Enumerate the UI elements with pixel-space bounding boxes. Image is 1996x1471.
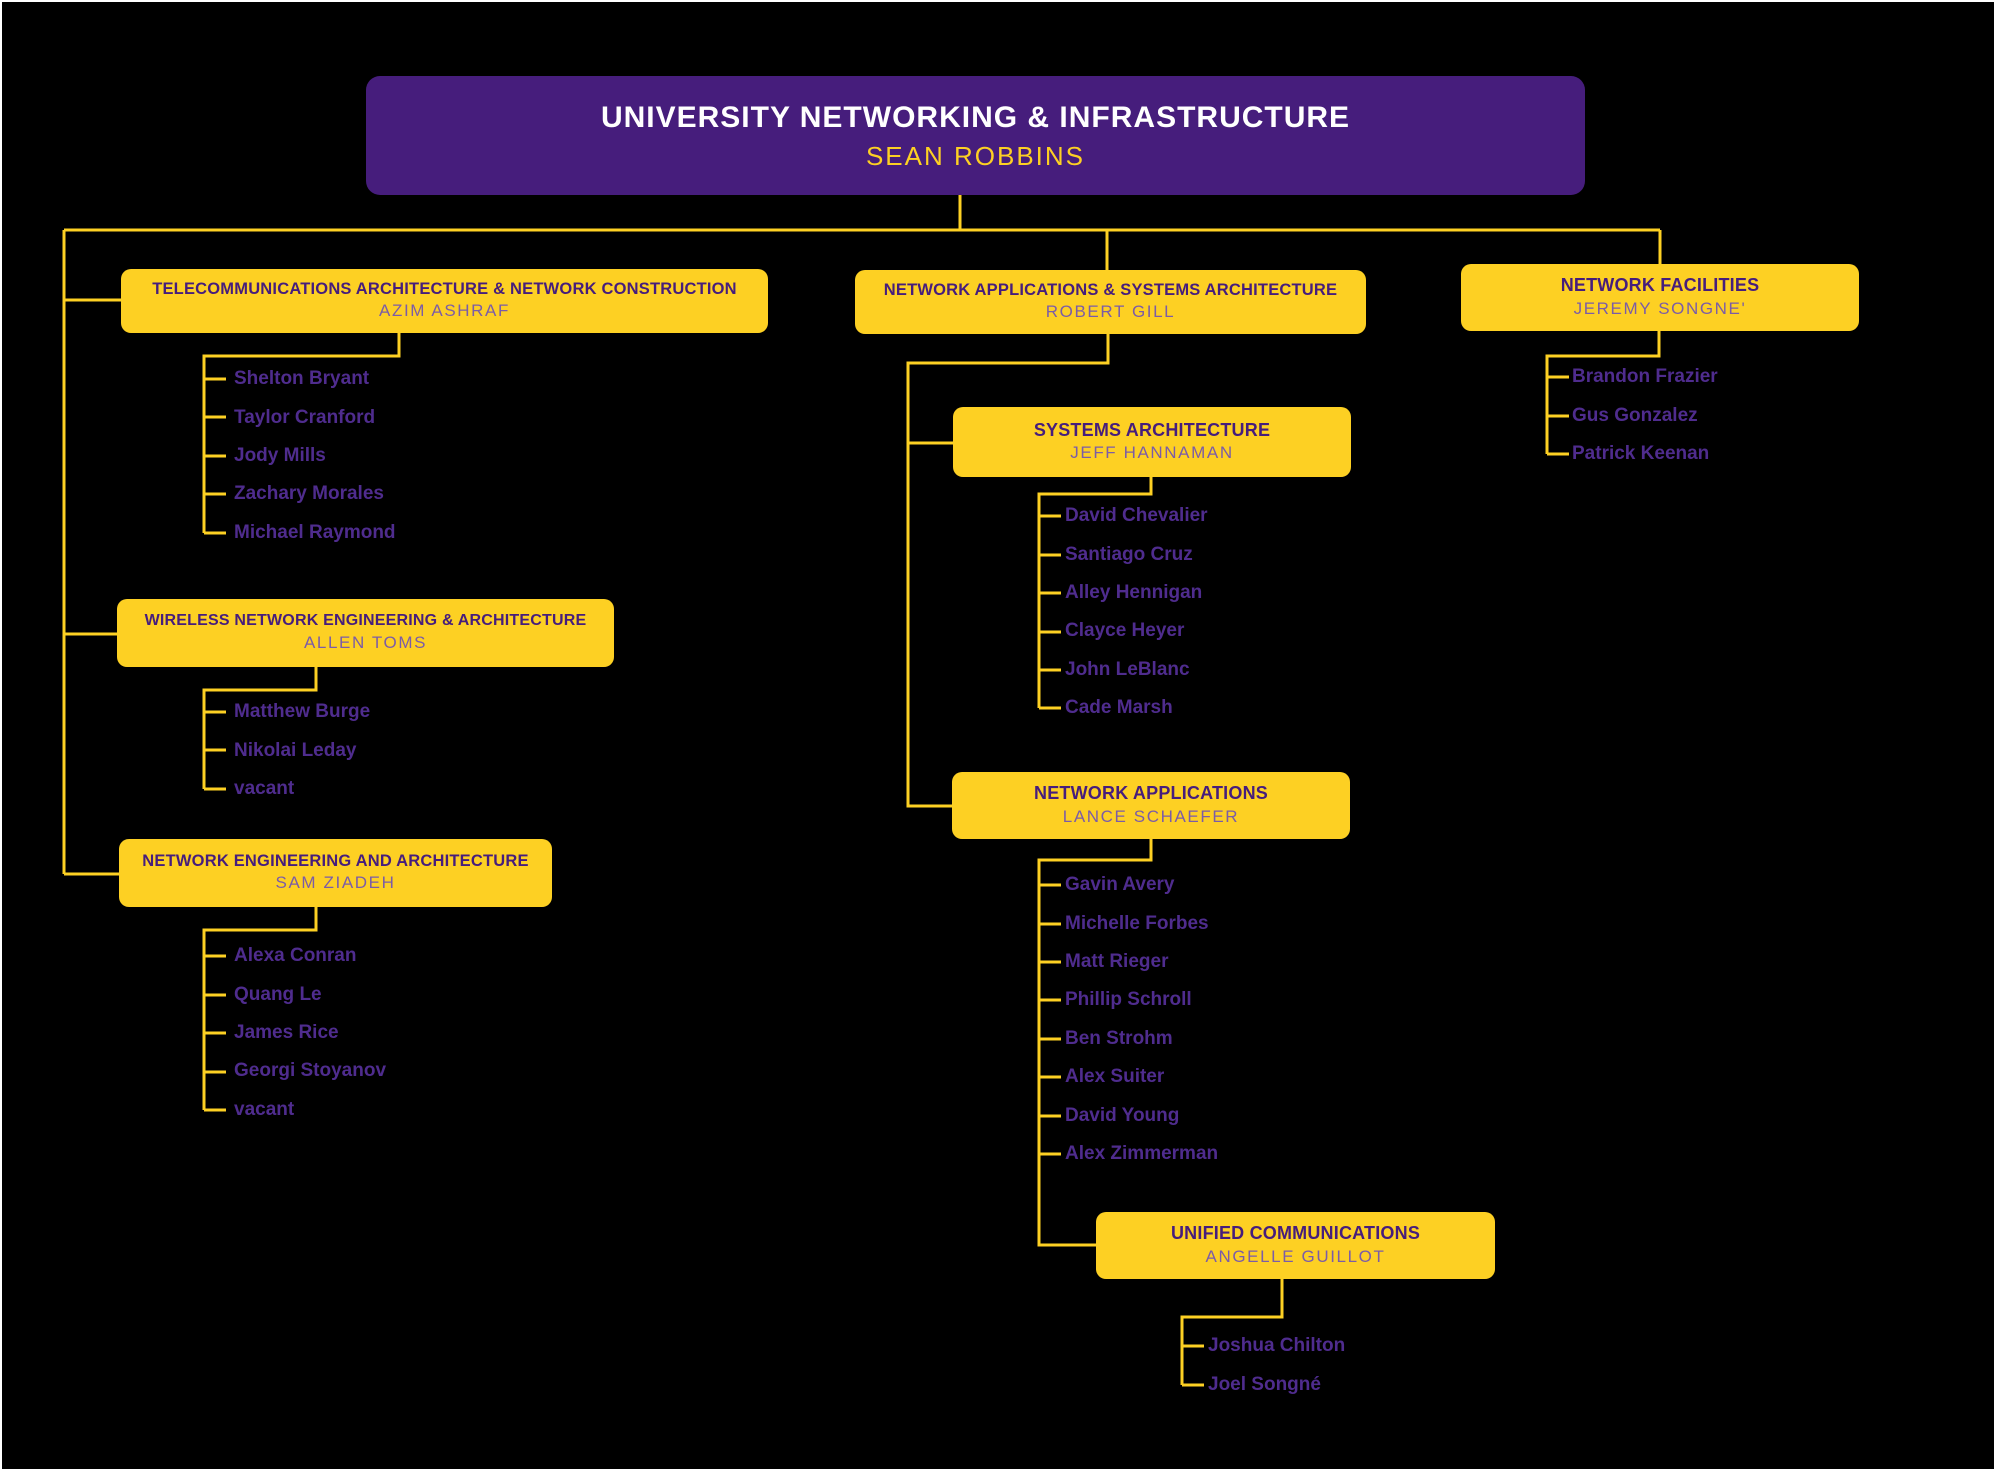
unit-title-wireless: WIRELESS NETWORK ENGINEERING & ARCHITECT…: [144, 612, 587, 630]
member-name: Taylor Cranford: [234, 406, 376, 428]
member-name: Quang Le: [234, 983, 322, 1005]
connector-netapps-tree: [1037, 839, 1153, 1247]
unit-box-unified: UNIFIED COMMUNICATIONS ANGELLE GUILLOT: [1096, 1212, 1495, 1279]
unit-box-appsys: NETWORK APPLICATIONS & SYSTEMS ARCHITECT…: [855, 270, 1366, 334]
root-title: UNIVERSITY NETWORKING & INFRASTRUCTURE: [600, 100, 1351, 134]
member-name: vacant: [234, 777, 295, 799]
connector-facilities-tree: [1545, 331, 1661, 456]
member-name: Cade Marsh: [1065, 697, 1173, 719]
member-name: Alley Hennigan: [1065, 581, 1203, 603]
member-name: Shelton Bryant: [234, 368, 370, 390]
unit-box-netapps: NETWORK APPLICATIONS LANCE SCHAEFER: [952, 772, 1350, 839]
member-name: Zachary Morales: [234, 483, 384, 505]
unit-manager-facilities: JEREMY SONGNE': [1573, 298, 1747, 318]
member-name: David Chevalier: [1065, 505, 1208, 527]
unit-manager-telecom: AZIM ASHRAF: [379, 301, 510, 321]
member-name: Phillip Schroll: [1065, 989, 1192, 1011]
unit-title-telecom: TELECOMMUNICATIONS ARCHITECTURE & NETWOR…: [152, 279, 737, 298]
member-name: Ben Strohm: [1065, 1027, 1173, 1049]
connector-telecom-tree: [202, 333, 401, 535]
member-name: Clayce Heyer: [1065, 620, 1185, 642]
member-name: David Young: [1065, 1104, 1180, 1126]
member-list-telecom: Shelton Bryant Taylor Cranford Jody Mill…: [234, 360, 574, 552]
connector-wireless-tree: [202, 667, 318, 791]
unit-box-neteng: NETWORK ENGINEERING AND ARCHITECTURE SAM…: [119, 839, 552, 907]
member-name: Michael Raymond: [234, 521, 396, 543]
unit-title-appsys: NETWORK APPLICATIONS & SYSTEMS ARCHITECT…: [883, 280, 1338, 299]
member-name: Joshua Chilton: [1208, 1335, 1346, 1357]
member-name: Joel Songné: [1208, 1373, 1321, 1395]
member-name: Georgi Stoyanov: [234, 1060, 387, 1082]
unit-box-wireless: WIRELESS NETWORK ENGINEERING & ARCHITECT…: [117, 599, 614, 667]
unit-manager-unified: ANGELLE GUILLOT: [1205, 1246, 1386, 1266]
unit-manager-sysarch: JEFF HANNAMAN: [1070, 443, 1234, 463]
member-list-facilities: Brandon Frazier Gus Gonzalez Patrick Kee…: [1572, 358, 1912, 473]
member-list-netapps: Gavin Avery Michelle Forbes Matt Rieger …: [1065, 866, 1405, 1173]
root-box: UNIVERSITY NETWORKING & INFRASTRUCTURE S…: [366, 76, 1585, 195]
connector-sysarch-tree: [1037, 477, 1153, 710]
member-name: Gus Gonzalez: [1572, 404, 1698, 426]
member-name: Alex Suiter: [1065, 1066, 1165, 1088]
unit-title-facilities: NETWORK FACILITIES: [1560, 275, 1760, 296]
member-name: Brandon Frazier: [1572, 366, 1718, 388]
member-name: James Rice: [234, 1021, 339, 1043]
member-list-wireless: Matthew Burge Nikolai Leday vacant: [234, 693, 574, 808]
member-name: Matt Rieger: [1065, 950, 1169, 972]
unit-box-facilities: NETWORK FACILITIES JEREMY SONGNE': [1461, 264, 1859, 331]
unit-title-unified: UNIFIED COMMUNICATIONS: [1170, 1223, 1421, 1244]
unit-box-sysarch: SYSTEMS ARCHITECTURE JEFF HANNAMAN: [953, 407, 1351, 477]
member-list-unified: Joshua Chilton Joel Songné: [1208, 1327, 1548, 1404]
member-list-neteng: Alexa Conran Quang Le James Rice Georgi …: [234, 937, 574, 1129]
connector-neteng-tree: [202, 907, 318, 1112]
unit-box-telecom: TELECOMMUNICATIONS ARCHITECTURE & NETWOR…: [121, 269, 768, 333]
member-name: Alex Zimmerman: [1065, 1142, 1219, 1164]
member-name: Alexa Conran: [234, 945, 357, 967]
connector-appsys-tree: [906, 334, 1110, 808]
connector-unified-tree: [1180, 1279, 1284, 1387]
unit-title-neteng: NETWORK ENGINEERING AND ARCHITECTURE: [142, 851, 529, 870]
root-manager: SEAN ROBBINS: [865, 141, 1086, 171]
member-name: Santiago Cruz: [1065, 543, 1193, 565]
unit-manager-netapps: LANCE SCHAEFER: [1062, 806, 1240, 826]
unit-manager-wireless: ALLEN TOMS: [303, 632, 428, 652]
member-name: Patrick Keenan: [1572, 442, 1710, 464]
member-name: Michelle Forbes: [1065, 912, 1209, 934]
member-name: Nikolai Leday: [234, 739, 357, 761]
member-name: John LeBlanc: [1065, 658, 1190, 680]
unit-title-netapps: NETWORK APPLICATIONS: [1034, 783, 1268, 804]
unit-manager-appsys: ROBERT GILL: [1045, 302, 1176, 322]
member-name: Jody Mills: [234, 444, 326, 466]
member-name: Gavin Avery: [1065, 874, 1175, 896]
member-name: Matthew Burge: [234, 701, 371, 723]
unit-manager-neteng: SAM ZIADEH: [275, 873, 396, 893]
member-name: vacant: [234, 1098, 295, 1120]
member-list-sysarch: David Chevalier Santiago Cruz Alley Henn…: [1065, 497, 1405, 727]
unit-title-sysarch: SYSTEMS ARCHITECTURE: [1033, 419, 1271, 440]
